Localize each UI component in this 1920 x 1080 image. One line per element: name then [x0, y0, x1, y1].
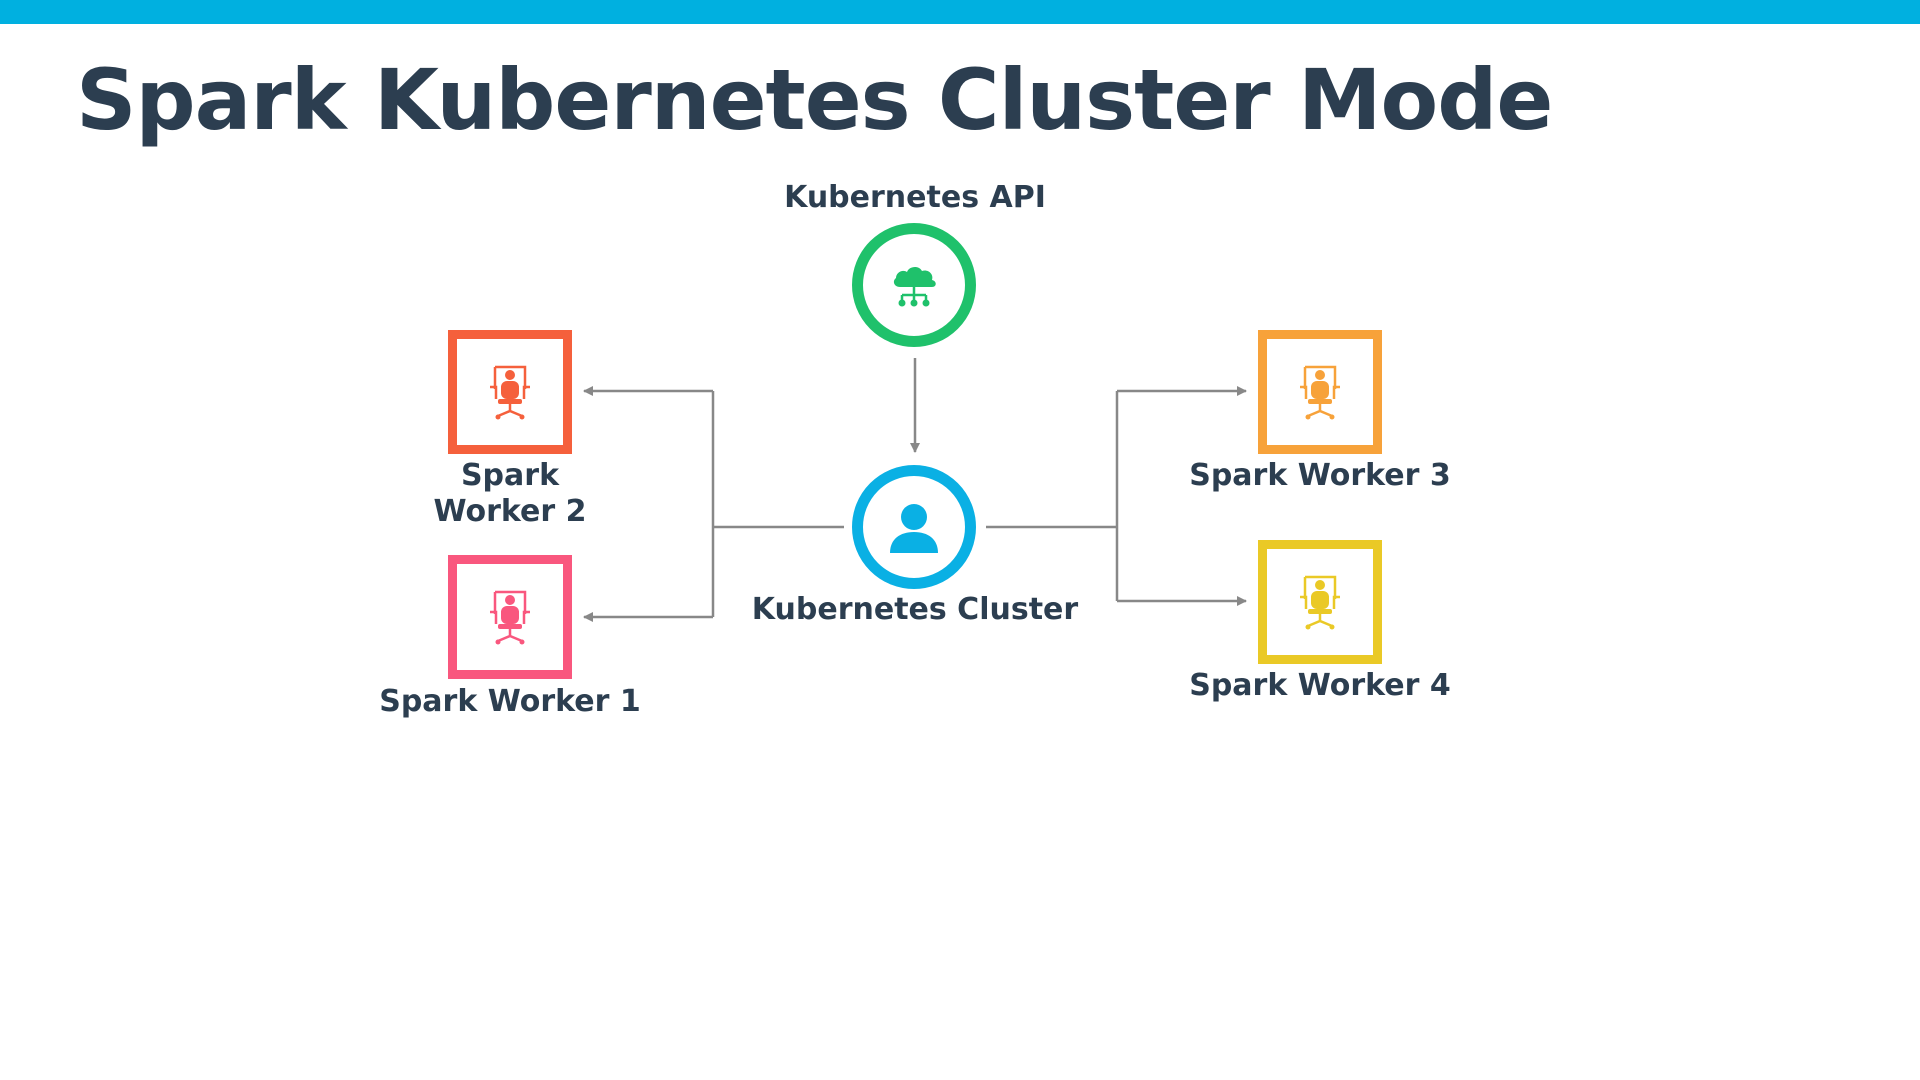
kubernetes-cluster-label: Kubernetes Cluster: [751, 592, 1079, 627]
spark-worker-2-label-line-1: Spark: [460, 458, 560, 493]
spark-worker-1-label: Spark Worker 1: [379, 684, 641, 719]
user-icon: [890, 504, 938, 553]
kubernetes-api-label: Kubernetes API: [784, 180, 1046, 215]
spark-worker-2-node: [448, 330, 572, 454]
office-chair-icon: [490, 590, 530, 645]
spark-worker-1-node: [448, 555, 572, 679]
slide-title: Spark Kubernetes Cluster Mode: [76, 51, 1553, 149]
top-accent-bar: [0, 0, 1920, 24]
kubernetes-api-node: [852, 223, 976, 347]
office-chair-icon: [490, 365, 530, 420]
office-chair-icon: [1300, 365, 1340, 420]
office-chair-icon: [1300, 575, 1340, 630]
spark-worker-4-node: [1258, 540, 1382, 664]
spark-worker-2-label: Spark Worker 2: [390, 458, 630, 530]
cloud-network-icon: [893, 266, 936, 307]
spark-worker-4-label: Spark Worker 4: [1189, 668, 1451, 703]
kubernetes-cluster-node: [852, 465, 976, 589]
spark-worker-3-node: [1258, 330, 1382, 454]
spark-worker-2-label-line-2: Worker 2: [433, 494, 587, 529]
spark-worker-3-label: Spark Worker 3: [1189, 458, 1451, 493]
